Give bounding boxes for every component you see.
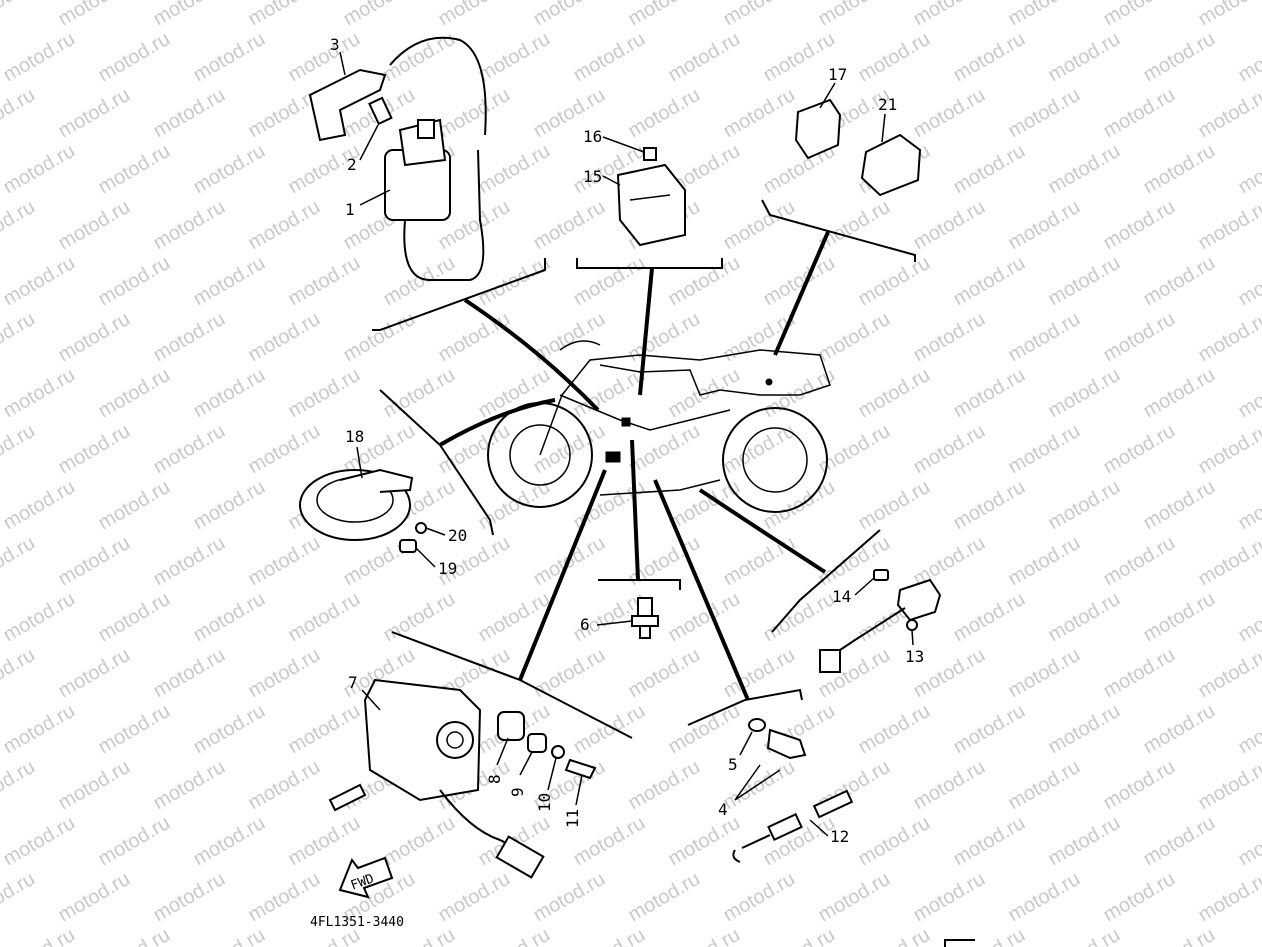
drawing-code: 4FL1351-3440 bbox=[310, 915, 404, 930]
callout-16: 16 bbox=[583, 127, 602, 146]
callout-13: 13 bbox=[905, 647, 924, 666]
horn-part bbox=[299, 468, 427, 553]
sensor-assembly-part bbox=[328, 678, 597, 879]
callout-17: 17 bbox=[828, 65, 847, 84]
sender-cable-part bbox=[732, 718, 854, 863]
motorcycle-silhouette bbox=[487, 340, 831, 513]
callout-2: 2 bbox=[347, 155, 357, 174]
starter-relay-part bbox=[616, 147, 686, 247]
side-stand-switch-part bbox=[819, 569, 942, 673]
callout-7: 7 bbox=[348, 673, 358, 692]
corner-mark bbox=[944, 939, 975, 947]
ignition-coil-part bbox=[308, 36, 487, 281]
leader-lines bbox=[372, 199, 916, 739]
callout-18: 18 bbox=[345, 427, 364, 446]
callout-11: 11 bbox=[563, 809, 582, 828]
callout-4: 4 bbox=[718, 800, 728, 819]
callouts: 1 2 3 4 5 6 7 8 9 10 11 12 13 14 15 16 1… bbox=[330, 35, 924, 846]
callout-1: 1 bbox=[345, 200, 355, 219]
callout-5: 5 bbox=[728, 755, 738, 774]
callout-8: 8 bbox=[485, 774, 504, 784]
callout-9: 9 bbox=[508, 787, 527, 797]
relay-parts bbox=[794, 98, 922, 197]
callout-15: 15 bbox=[583, 167, 602, 186]
callout-19: 19 bbox=[438, 559, 457, 578]
callout-3: 3 bbox=[330, 35, 340, 54]
callout-12: 12 bbox=[830, 827, 849, 846]
fwd-arrow: FWD bbox=[338, 856, 394, 899]
neutral-switch-part bbox=[631, 597, 659, 639]
callout-10: 10 bbox=[535, 793, 554, 812]
callout-14: 14 bbox=[832, 587, 851, 606]
callout-21: 21 bbox=[878, 95, 897, 114]
callout-6: 6 bbox=[580, 615, 590, 634]
callout-20: 20 bbox=[448, 526, 467, 545]
